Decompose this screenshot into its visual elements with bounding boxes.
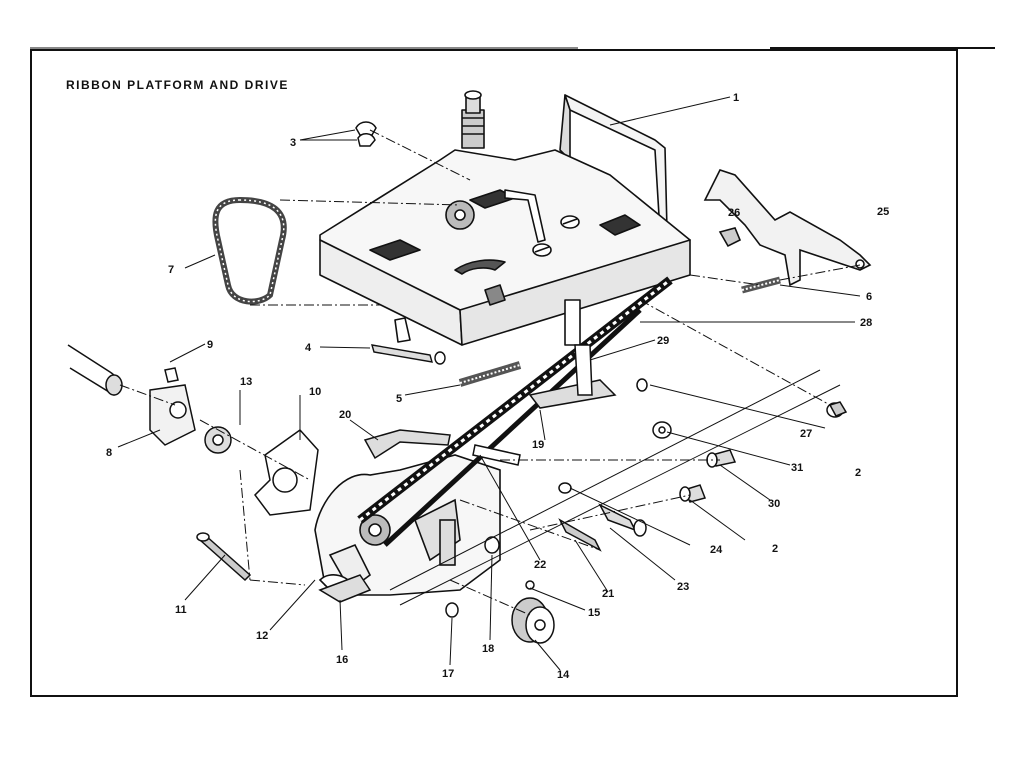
- callout-28: 28: [860, 317, 872, 329]
- shaft-and-gear-parts: [67, 344, 232, 454]
- callout-20: 20: [339, 409, 351, 421]
- callout-24: 24: [710, 544, 723, 556]
- callout-26: 26: [728, 207, 740, 219]
- callout-22: 22: [534, 559, 546, 571]
- diagram-title: RIBBON PLATFORM AND DRIVE: [66, 78, 289, 92]
- callout-31: 31: [791, 462, 803, 474]
- callout-7: 7: [168, 264, 174, 276]
- callout-9: 9: [207, 339, 213, 351]
- lower-hardware: [318, 536, 555, 644]
- pin-part-4: [371, 344, 446, 365]
- long-guide-lines: [389, 369, 841, 606]
- callout-17: 17: [442, 668, 454, 680]
- callout-29: 29: [657, 335, 669, 347]
- callout-30: 30: [768, 498, 780, 510]
- assembly-lines: [119, 129, 861, 616]
- callout-2-second: 2: [772, 543, 778, 555]
- clip-part-3: [355, 121, 377, 147]
- spring-part-5: [458, 361, 522, 387]
- screw-part-11: [196, 532, 252, 582]
- callout-11: 11: [175, 604, 187, 616]
- chain-part-28: [357, 276, 673, 547]
- callout-6: 6: [866, 291, 872, 303]
- callout-15: 15: [588, 607, 600, 619]
- callout-27: 27: [800, 428, 812, 440]
- callout-18: 18: [482, 643, 494, 655]
- callout-21: 21: [602, 588, 614, 600]
- bracket-part-25: [703, 169, 872, 287]
- ribbon-platform: [319, 90, 691, 346]
- levers: [363, 344, 617, 466]
- callout-2: 2: [855, 467, 861, 479]
- callout-5: 5: [396, 393, 402, 405]
- callout-10: 10: [309, 386, 321, 398]
- callout-19: 19: [532, 439, 544, 451]
- callout-3: 3: [290, 137, 296, 149]
- callout-16: 16: [336, 654, 348, 666]
- callout-14: 14: [557, 669, 570, 681]
- callout-25: 25: [877, 206, 889, 218]
- callout-labels: 1 2 2 3 4 5 6 7 8 9 10 11 12 13 14 15 16…: [106, 92, 889, 681]
- callout-1: 1: [733, 92, 739, 104]
- plate-part-10: [254, 429, 319, 516]
- callout-8: 8: [106, 447, 112, 459]
- leader-lines: [117, 96, 861, 671]
- spring-part-6: [741, 276, 781, 294]
- callout-4: 4: [305, 342, 312, 354]
- drive-belt-part-7: [212, 196, 287, 305]
- callout-12: 12: [256, 630, 268, 642]
- callout-13: 13: [240, 376, 252, 388]
- callout-23: 23: [677, 581, 689, 593]
